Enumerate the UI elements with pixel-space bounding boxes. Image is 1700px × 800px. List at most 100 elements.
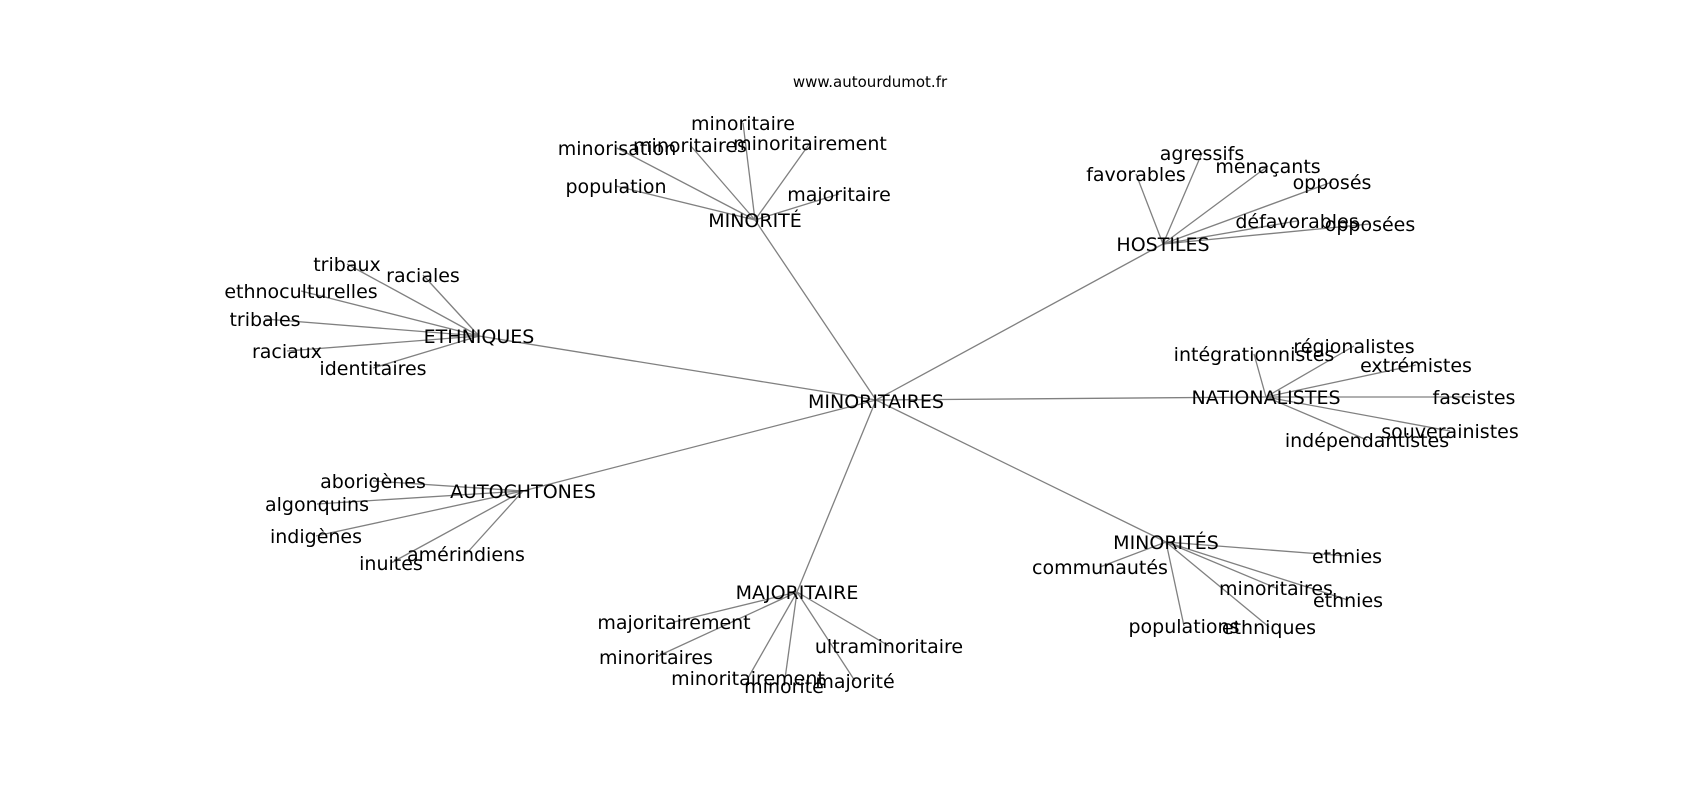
hub-node-label[interactable]: HOSTILES: [1116, 234, 1209, 256]
leaf-node-label[interactable]: majoritairement: [597, 612, 750, 634]
edge-hub-to-leaf: [264, 318, 480, 337]
edge-hub-to-leaf: [747, 591, 798, 679]
leaf-node-label[interactable]: communautés: [1032, 557, 1168, 579]
edge-center-to-hub: [796, 399, 877, 593]
leaf-node-label[interactable]: intégrationnistes: [1174, 344, 1335, 366]
leaf-node-label[interactable]: minoritaires: [599, 647, 713, 669]
edge-hub-to-leaf: [1162, 152, 1203, 245]
leaf-node-label[interactable]: minorité: [744, 676, 824, 698]
leaf-node-label[interactable]: extrémistes: [1360, 355, 1472, 377]
leaf-node-label[interactable]: tribales: [229, 309, 300, 331]
edge-hub-to-leaf: [1165, 541, 1185, 627]
edge-hub-to-leaf: [796, 591, 890, 647]
leaf-node-label[interactable]: majoritaire: [787, 184, 891, 206]
edge-hub-to-leaf: [422, 274, 480, 337]
edge-hub-to-leaf: [1162, 220, 1298, 245]
edge-hub-to-leaf: [1162, 165, 1269, 245]
leaf-node-label[interactable]: défavorables: [1235, 211, 1358, 233]
leaf-node-label[interactable]: favorables: [1086, 164, 1186, 186]
leaf-node-label[interactable]: minoritaire: [691, 113, 795, 135]
edge-hub-to-leaf: [616, 147, 756, 221]
leaf-node-label[interactable]: minoritairement: [671, 668, 825, 690]
edge-hub-to-leaf: [346, 263, 480, 337]
edge-hub-to-leaf: [300, 290, 480, 337]
edge-hub-to-leaf: [742, 122, 756, 221]
edge-hub-to-leaf: [372, 335, 480, 369]
edge-hub-to-leaf: [1165, 541, 1277, 589]
leaf-node-label[interactable]: ethnies: [1312, 546, 1382, 568]
leaf-node-label[interactable]: amérindiens: [407, 544, 525, 566]
leaf-node-label[interactable]: ethnies: [1313, 590, 1383, 612]
edge-center-to-hub: [522, 399, 877, 492]
edge-hub-to-leaf: [1165, 541, 1348, 557]
edge-hub-to-leaf: [372, 480, 524, 492]
edge-hub-to-leaf: [1265, 364, 1417, 398]
leaf-node-label[interactable]: minoritaires: [633, 135, 747, 157]
leaf-node-label[interactable]: régionalistes: [1293, 336, 1414, 358]
edge-hub-to-leaf: [1253, 353, 1267, 398]
edge-hub-to-leaf: [754, 193, 840, 221]
edge-hub-to-leaf: [1165, 541, 1349, 601]
edge-hub-to-leaf: [316, 490, 524, 505]
hub-node-label[interactable]: MINORITÉ: [708, 209, 802, 232]
leaf-node-label[interactable]: minorisation: [558, 138, 676, 160]
edge-hub-to-leaf: [754, 142, 811, 221]
edge-hub-to-leaf: [655, 591, 798, 658]
leaf-node-label[interactable]: algonquins: [265, 494, 369, 516]
labels-layer: www.autourdumot.fr MINORITAIRES minorita…: [224, 73, 1518, 698]
leaf-node-label[interactable]: majorité: [815, 671, 894, 693]
edge-hub-to-leaf: [286, 335, 480, 352]
leaf-node-label[interactable]: opposés: [1293, 172, 1372, 194]
leaf-node-label[interactable]: indépendantistes: [1285, 430, 1449, 452]
leaf-node-label[interactable]: indigènes: [270, 526, 362, 548]
hub-node-label[interactable]: NATIONALISTES: [1191, 387, 1340, 409]
edge-center-to-hub: [875, 399, 1167, 543]
leaf-node-label[interactable]: minoritaires: [1219, 578, 1333, 600]
edge-hub-to-leaf: [1099, 541, 1167, 568]
edge-center-to-hub: [875, 243, 1164, 401]
leaf-node-label[interactable]: souverainistes: [1381, 421, 1519, 443]
leaf-node-label[interactable]: ultraminoritaire: [815, 636, 963, 658]
edge-hub-to-leaf: [673, 591, 798, 623]
edge-hub-to-leaf: [1162, 181, 1333, 245]
hub-node-label[interactable]: AUTOCHTONES: [450, 481, 596, 503]
edge-center-to-hub: [754, 219, 877, 401]
edge-hub-to-leaf: [465, 490, 524, 555]
edge-hub-to-leaf: [796, 591, 856, 682]
leaf-node-label[interactable]: ethniques: [1222, 617, 1316, 639]
leaf-node-label[interactable]: tribaux: [313, 254, 381, 276]
center-node-label[interactable]: MINORITAIRES: [808, 391, 944, 413]
edge-hub-to-leaf: [390, 490, 524, 564]
leaf-node-label[interactable]: raciaux: [252, 341, 322, 363]
edge-hub-to-leaf: [1162, 223, 1371, 245]
edge-hub-to-leaf: [1265, 345, 1355, 398]
edge-hub-to-leaf: [1265, 396, 1368, 441]
leaf-node-label[interactable]: fascistes: [1433, 387, 1516, 409]
leaf-node-label[interactable]: identitaires: [319, 358, 426, 380]
leaf-node-label[interactable]: opposées: [1325, 214, 1416, 236]
leaf-node-label[interactable]: aborigènes: [320, 471, 426, 493]
site-url[interactable]: www.autourdumot.fr: [793, 73, 948, 91]
hub-node-label[interactable]: MAJORITAIRE: [736, 582, 859, 604]
leaf-node-label[interactable]: populations: [1128, 616, 1239, 638]
leaf-node-label[interactable]: raciales: [386, 265, 460, 287]
edge-hub-to-leaf: [615, 185, 756, 221]
edge-hub-to-leaf: [783, 591, 798, 687]
edge-center-to-hub: [478, 335, 877, 401]
leaf-node-label[interactable]: minoritairement: [733, 133, 887, 155]
leaf-node-label[interactable]: agressifs: [1160, 143, 1244, 165]
edge-hub-to-leaf: [1135, 173, 1164, 245]
edge-hub-to-leaf: [315, 490, 524, 537]
leaf-node-label[interactable]: inuites: [359, 553, 423, 575]
edges-layer: [264, 122, 1474, 687]
hub-node-label[interactable]: MINORITÉS: [1113, 531, 1219, 554]
leaf-node-label[interactable]: menaçants: [1215, 156, 1320, 178]
leaf-node-label[interactable]: ethnoculturelles: [224, 281, 377, 303]
hub-node-label[interactable]: ETHNIQUES: [424, 326, 535, 348]
edge-hub-to-leaf: [1165, 541, 1270, 628]
leaf-node-label[interactable]: population: [565, 176, 666, 198]
edge-hub-to-leaf: [1265, 396, 1451, 432]
edge-center-to-hub: [875, 396, 1267, 401]
edge-hub-to-leaf: [689, 144, 756, 221]
